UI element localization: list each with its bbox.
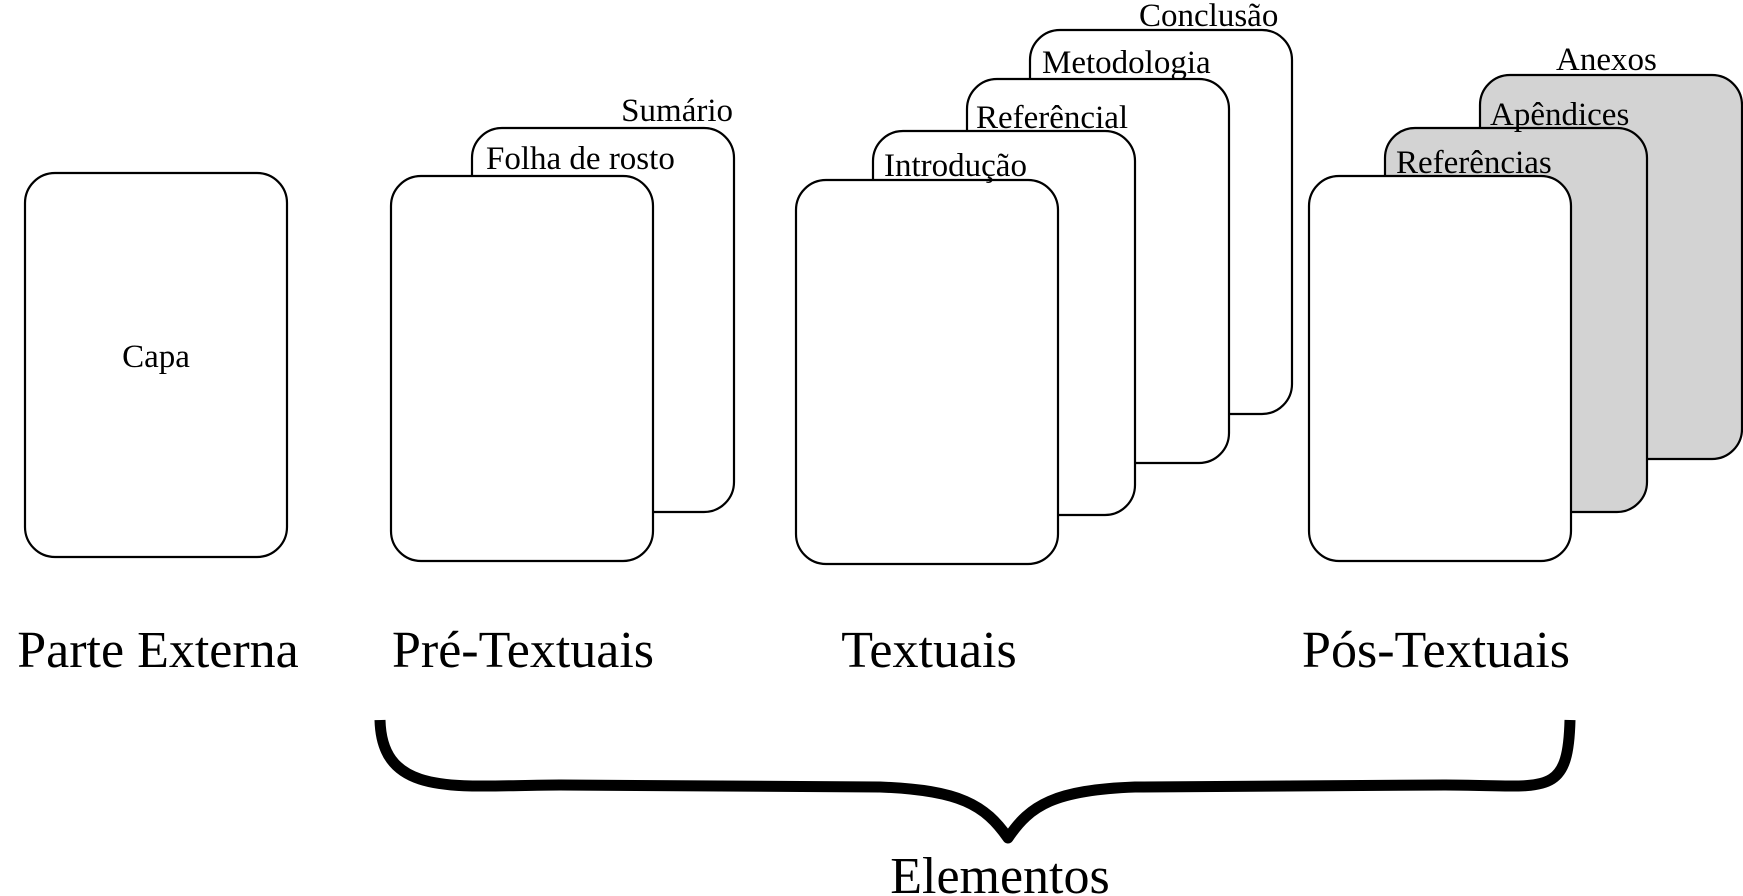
- card-label-referencias: Referências: [1396, 145, 1552, 181]
- card-label-sumario: Sumário: [621, 93, 733, 129]
- heading-textuais: Textuais: [841, 622, 1016, 679]
- brace-label-elementos: Elementos: [890, 848, 1110, 896]
- group-parte-externa: Capa Parte Externa: [17, 171, 299, 679]
- card-introducao: [794, 178, 1060, 566]
- card-capa: [23, 171, 289, 559]
- group-pos-textuais: Anexos Apêndices Referências Pós-Textuai…: [1302, 42, 1743, 679]
- card-label-metodologia: Metodologia: [1042, 45, 1211, 81]
- card-referencias: [1307, 174, 1573, 563]
- card-label-apendices: Apêndices: [1490, 97, 1629, 133]
- card-folha-de-rosto: [389, 174, 655, 563]
- card-label-folha-de-rosto: Folha de rosto: [486, 141, 675, 177]
- curly-brace: [374, 719, 1576, 844]
- heading-parte-externa: Parte Externa: [17, 622, 299, 679]
- group-textuais: Conclusão Metodologia Referêncial Introd…: [794, 0, 1294, 679]
- group-pre-textuais: Sumário Folha de rosto Pré-Textuais: [389, 93, 736, 679]
- card-label-capa: Capa: [122, 339, 190, 375]
- card-label-conclusao: Conclusão: [1139, 0, 1278, 34]
- card-label-introducao: Introdução: [884, 148, 1027, 184]
- card-label-referencial: Referêncial: [976, 100, 1128, 136]
- card-label-anexos: Anexos: [1556, 42, 1657, 78]
- heading-pos-textuais: Pós-Textuais: [1302, 622, 1570, 679]
- heading-pre-textuais: Pré-Textuais: [392, 622, 654, 679]
